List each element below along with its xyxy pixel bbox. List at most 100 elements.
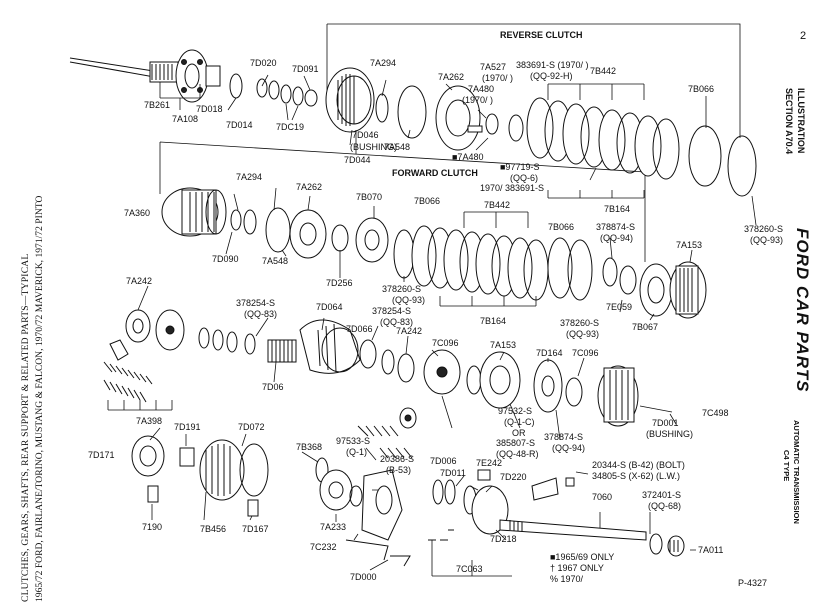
part-label: 1970/ 383691-S (480, 183, 544, 193)
part-label: (BUSHING) (350, 142, 397, 152)
reverse-clutch-rings (375, 85, 524, 151)
part-label: 7A011 (698, 545, 723, 555)
part-label: (QQ-83) (244, 309, 277, 319)
part-label: (QQ-92-H) (530, 71, 573, 81)
part-label: 7B442 (590, 66, 616, 76)
part-label: 7D191 (174, 422, 201, 432)
part-label: 7D044 (344, 155, 371, 165)
part-label: 34805-S (X-62) (L.W.) (592, 471, 680, 481)
part-label: 7B261 (144, 100, 170, 110)
low-reverse-drum (315, 457, 411, 567)
part-label: (QQ-93) (392, 295, 425, 305)
reverse-clutch-heading: REVERSE CLUTCH (500, 30, 583, 40)
part-label: 7A262 (438, 72, 464, 82)
part-label: 7D167 (242, 524, 269, 534)
part-label: (Q-1-C) (504, 417, 535, 427)
part-label: 7B368 (296, 442, 322, 452)
part-label: 7B456 (200, 524, 226, 534)
part-label: 7D011 (440, 468, 466, 478)
part-label: 7A242 (396, 326, 422, 336)
planetary-washers (198, 327, 256, 355)
forward-clutch-plate-pack (411, 211, 593, 307)
part-label: 7D000 (350, 572, 377, 582)
part-label: 7A527 (480, 62, 506, 72)
part-label: 7D066 (346, 324, 373, 334)
part-label: 7B067 (632, 322, 658, 332)
part-label: 7A548 (384, 142, 410, 152)
part-label: 385807-S (496, 438, 535, 448)
part-label: 7D171 (88, 450, 115, 460)
part-label: (QQ-83) (380, 317, 413, 327)
part-label: 7B066 (688, 84, 714, 94)
part-label: (Q-1) (346, 447, 367, 457)
output-shaft (499, 477, 685, 557)
part-label: (QQ-93) (566, 329, 599, 339)
part-label: (1970/ ) (482, 73, 513, 83)
part-label: 7A398 (136, 416, 162, 426)
sun-gear (267, 339, 297, 363)
governor-assembly (357, 407, 509, 541)
part-label: 7060 (592, 492, 612, 502)
part-label: 7D006 (430, 456, 457, 466)
illustration-label: ILLUSTRATION (796, 88, 806, 154)
part-label: (QQ-94) (552, 443, 585, 453)
part-label: 378254-S (372, 306, 411, 316)
part-label: 378874-S (596, 222, 635, 232)
one-way-clutch (131, 435, 269, 517)
part-label: 7D018 (196, 104, 223, 114)
left-caption-line2: 1965/72 FORD, FAIRLANE/TORINO, MUSTANG &… (34, 195, 45, 602)
part-label: 7D218 (490, 534, 517, 544)
part-label: 378260-S (744, 224, 783, 234)
part-label: 7C096 (572, 348, 599, 358)
reverse-clutch-drum (325, 67, 375, 133)
input-shaft (69, 57, 179, 83)
part-label: 7E059 (606, 302, 632, 312)
part-label: 7190 (142, 522, 162, 532)
reverse-planet-rings (359, 339, 639, 427)
part-label: (QQ-6) (510, 173, 538, 183)
part-label: 7A153 (676, 240, 702, 250)
part-label: 7D064 (316, 302, 343, 312)
part-label: 7A242 (126, 276, 152, 286)
part-label: 383691-S (1970/ ) (516, 60, 589, 70)
page-number: 2 (800, 30, 807, 42)
part-label: 7A262 (296, 182, 322, 192)
part-label: 7D046 (352, 130, 379, 140)
part-label: 7A294 (370, 58, 396, 68)
part-label: 7D090 (212, 254, 239, 264)
leader-lines (137, 74, 757, 577)
part-label: (QQ-68) (648, 501, 681, 511)
part-label: 20386-S (380, 454, 414, 464)
part-label: 7A360 (124, 208, 150, 218)
part-label: 7A548 (262, 256, 288, 266)
part-label: (1970/ ) (462, 95, 493, 105)
part-label: 7B442 (484, 200, 510, 210)
input-shell (299, 319, 361, 374)
part-label: 378254-S (236, 298, 275, 308)
part-label: 7C498 (702, 408, 729, 418)
reverse-clutch-bracket (326, 23, 741, 138)
part-label: 7D001 (652, 418, 679, 428)
part-label: (BUSHING) (646, 429, 693, 439)
brand-title: FORD CAR PARTS (793, 228, 812, 393)
forward-clutch-rings (230, 207, 415, 279)
part-label: (QQ-93) (750, 235, 783, 245)
part-label: ■7A480 (452, 152, 483, 162)
part-label: 97533-S (336, 436, 370, 446)
part-label: ■97719-S (500, 162, 539, 172)
part-label: 7B066 (414, 196, 440, 206)
part-label: 7E242 (476, 458, 502, 468)
part-label: 97532-S (498, 406, 532, 416)
part-label: 7B066 (548, 222, 574, 232)
part-label: 7B070 (356, 192, 382, 202)
forward-clutch-drum (161, 187, 227, 237)
part-label: (QQ-48-R) (496, 449, 539, 459)
part-label: OR (512, 428, 526, 438)
part-label: 7A294 (236, 172, 262, 182)
left-caption-line1: CLUTCHES, GEARS, SHAFTS, REAR SUPPORT & … (20, 253, 31, 603)
type-label: C4 TYPE (782, 450, 791, 482)
front-planet-carrier (103, 309, 185, 411)
part-label: 7B164 (604, 204, 630, 214)
